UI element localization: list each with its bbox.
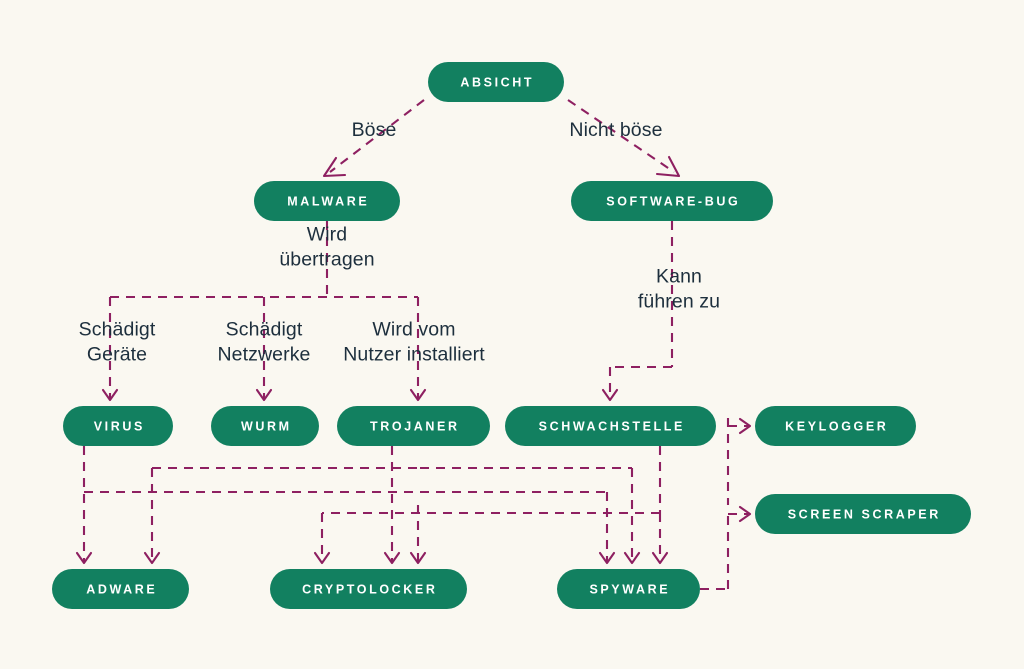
edge-absicht-malware <box>322 99 425 178</box>
node-shape <box>63 406 173 446</box>
node-layer: ABSICHT MALWARE SOFTWARE-BUG VIRUS WURM TROJA… <box>52 62 971 609</box>
edge-trojaner-spyware <box>420 466 641 565</box>
edge-label-nicht_boese: Nicht böse <box>569 119 662 141</box>
node-shape <box>254 181 400 221</box>
node-label: ADWARE <box>86 582 157 596</box>
edge-label-text: Wird <box>307 224 347 246</box>
node-spyware[interactable]: SPYWARE <box>557 569 700 609</box>
edge-malware-children <box>101 221 427 402</box>
node-label: ABSICHT <box>460 75 534 89</box>
edge-label-text: übertragen <box>279 249 374 271</box>
node-label: SCHWACHSTELLE <box>539 419 685 433</box>
edge-schwachstelle-keylogger <box>726 417 752 505</box>
node-label: WURM <box>241 419 292 433</box>
node-shape <box>337 406 490 446</box>
edge-schwachstelle-cryptolocker <box>313 446 662 565</box>
edge-label-text: Geräte <box>87 344 147 366</box>
node-label: SPYWARE <box>589 582 670 596</box>
node-virus[interactable]: VIRUS <box>63 406 173 446</box>
edge-absicht-software-bug <box>567 99 681 178</box>
node-software_bug[interactable]: SOFTWARE-BUG <box>571 181 773 221</box>
edge-label-text: Netzwerke <box>217 344 310 366</box>
node-screenscraper[interactable]: SCREEN SCRAPER <box>755 494 971 534</box>
node-adware[interactable]: ADWARE <box>52 569 189 609</box>
edge-label-kann_fuehren_zu: Kann führen zu <box>638 266 720 313</box>
node-label: MALWARE <box>287 194 369 208</box>
edge-virus-adware <box>75 446 93 565</box>
node-label: SCREEN SCRAPER <box>788 507 941 521</box>
edge-virus-spyware <box>84 490 616 565</box>
node-shape <box>428 62 564 102</box>
node-shape <box>505 406 716 446</box>
edge-label-text: Schädigt <box>226 319 303 341</box>
node-cryptolocker[interactable]: CRYPTOLOCKER <box>270 569 467 609</box>
edge-label-text: Kann <box>656 266 702 288</box>
edge-spyware-cryptolocker <box>409 505 427 565</box>
node-malware[interactable]: MALWARE <box>254 181 400 221</box>
node-keylogger[interactable]: KEYLOGGER <box>755 406 916 446</box>
edge-label-text: Nicht böse <box>569 119 662 141</box>
node-shape <box>270 569 467 609</box>
edge-label-text: Böse <box>352 119 397 141</box>
node-label: KEYLOGGER <box>785 419 888 433</box>
edge-label-text: Nutzer installiert <box>343 344 485 366</box>
node-wurm[interactable]: WURM <box>211 406 319 446</box>
node-label: VIRUS <box>94 419 145 433</box>
node-shape <box>571 181 773 221</box>
edge-label-wird_uebertragen: Wird übertragen <box>279 224 374 271</box>
edge-label-text: führen zu <box>638 291 720 313</box>
node-shape <box>755 494 971 534</box>
node-shape <box>557 569 700 609</box>
node-shape <box>52 569 189 609</box>
edge-label-text: Wird vom <box>372 319 455 341</box>
edge-label-boese: Böse <box>352 119 397 141</box>
edge-trojaner-adware <box>143 466 420 565</box>
node-absicht[interactable]: ABSICHT <box>428 62 564 102</box>
node-trojaner[interactable]: TROJANER <box>337 406 490 446</box>
node-shape <box>755 406 916 446</box>
edge-label-text: Schädigt <box>79 319 156 341</box>
node-shape <box>211 406 319 446</box>
node-label: SOFTWARE-BUG <box>606 194 740 208</box>
edge-spyware-screenscraper <box>700 505 752 591</box>
edge-software-bug-schwachstelle <box>601 221 674 402</box>
node-label: TROJANER <box>370 419 460 433</box>
node-label: CRYPTOLOCKER <box>302 582 437 596</box>
node-schwachstelle[interactable]: SCHWACHSTELLE <box>505 406 716 446</box>
edge-layer <box>75 99 752 591</box>
edge-trojaner-cryptolocker <box>383 446 401 565</box>
edge-schwachstelle-spyware <box>651 513 669 565</box>
